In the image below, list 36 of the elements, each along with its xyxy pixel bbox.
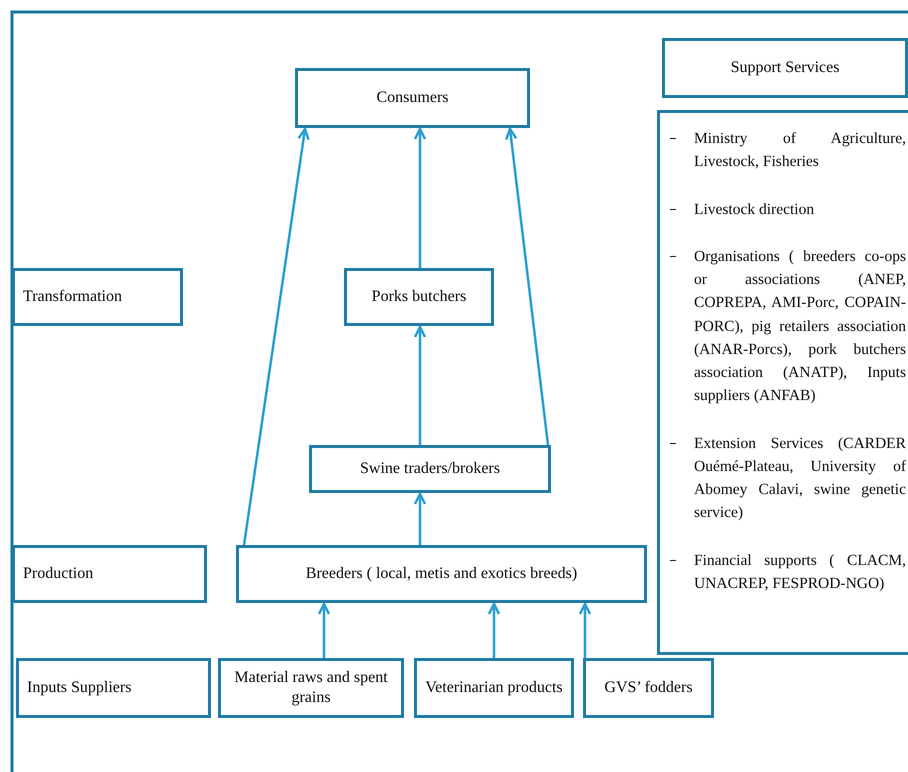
arrow: [578, 602, 592, 658]
arrow: [504, 128, 550, 446]
arrow: [242, 128, 310, 546]
arrow: [488, 602, 500, 658]
list-item-text: Ministry of Agriculture, Livestock, Fisheries: [694, 130, 906, 170]
stage-box: [12, 545, 207, 603]
process-box: [344, 268, 494, 326]
node-label: Porks butchers: [372, 287, 466, 307]
node-label: Transformation: [23, 287, 122, 307]
node-label: Support Services: [730, 58, 840, 78]
arrow: [414, 326, 426, 445]
process-box: [583, 658, 714, 718]
node-label: Inputs Suppliers: [27, 678, 132, 698]
list-item-text: Livestock direction: [694, 200, 814, 218]
process-box: [295, 68, 530, 128]
arrow: [414, 128, 426, 268]
arrow: [414, 492, 426, 545]
arrow: [318, 602, 330, 658]
process-box: [218, 658, 404, 718]
process-box: [309, 445, 551, 493]
node-label: Breeders ( local, metis and exotics breeds): [306, 564, 578, 584]
list-item-text: Organisations ( breeders co-ops or associations (ANEP, COPREPA, AMI-Porc, COPAIN-PORC), pig retailers association (ANAR-Porcs), pork butchers association (ANATP), Inputs suppliers (ANFAB): [694, 248, 906, 404]
node-label: GVS’ fodders: [604, 678, 693, 698]
stage-box: [12, 268, 183, 326]
list-item-text: Financial supports ( CLACM, UNACREP, FESPROD-NGO): [694, 552, 906, 592]
node-label: Swine traders/brokers: [360, 459, 500, 479]
process-box: [414, 658, 574, 718]
list-item-text: Extension Services (CARDER Ouémé-Plateau, University of Abomey Calavi, swine genetic service): [694, 434, 906, 522]
stage-box: [16, 658, 211, 718]
node-label: Material raws and spent grains: [233, 668, 389, 708]
node-label: Consumers: [376, 88, 448, 108]
process-box: [236, 545, 647, 603]
process-box: [662, 38, 908, 98]
node-label: Veterinarian products: [425, 678, 563, 698]
support-panel: [657, 110, 908, 655]
node-label: Production: [23, 564, 94, 584]
